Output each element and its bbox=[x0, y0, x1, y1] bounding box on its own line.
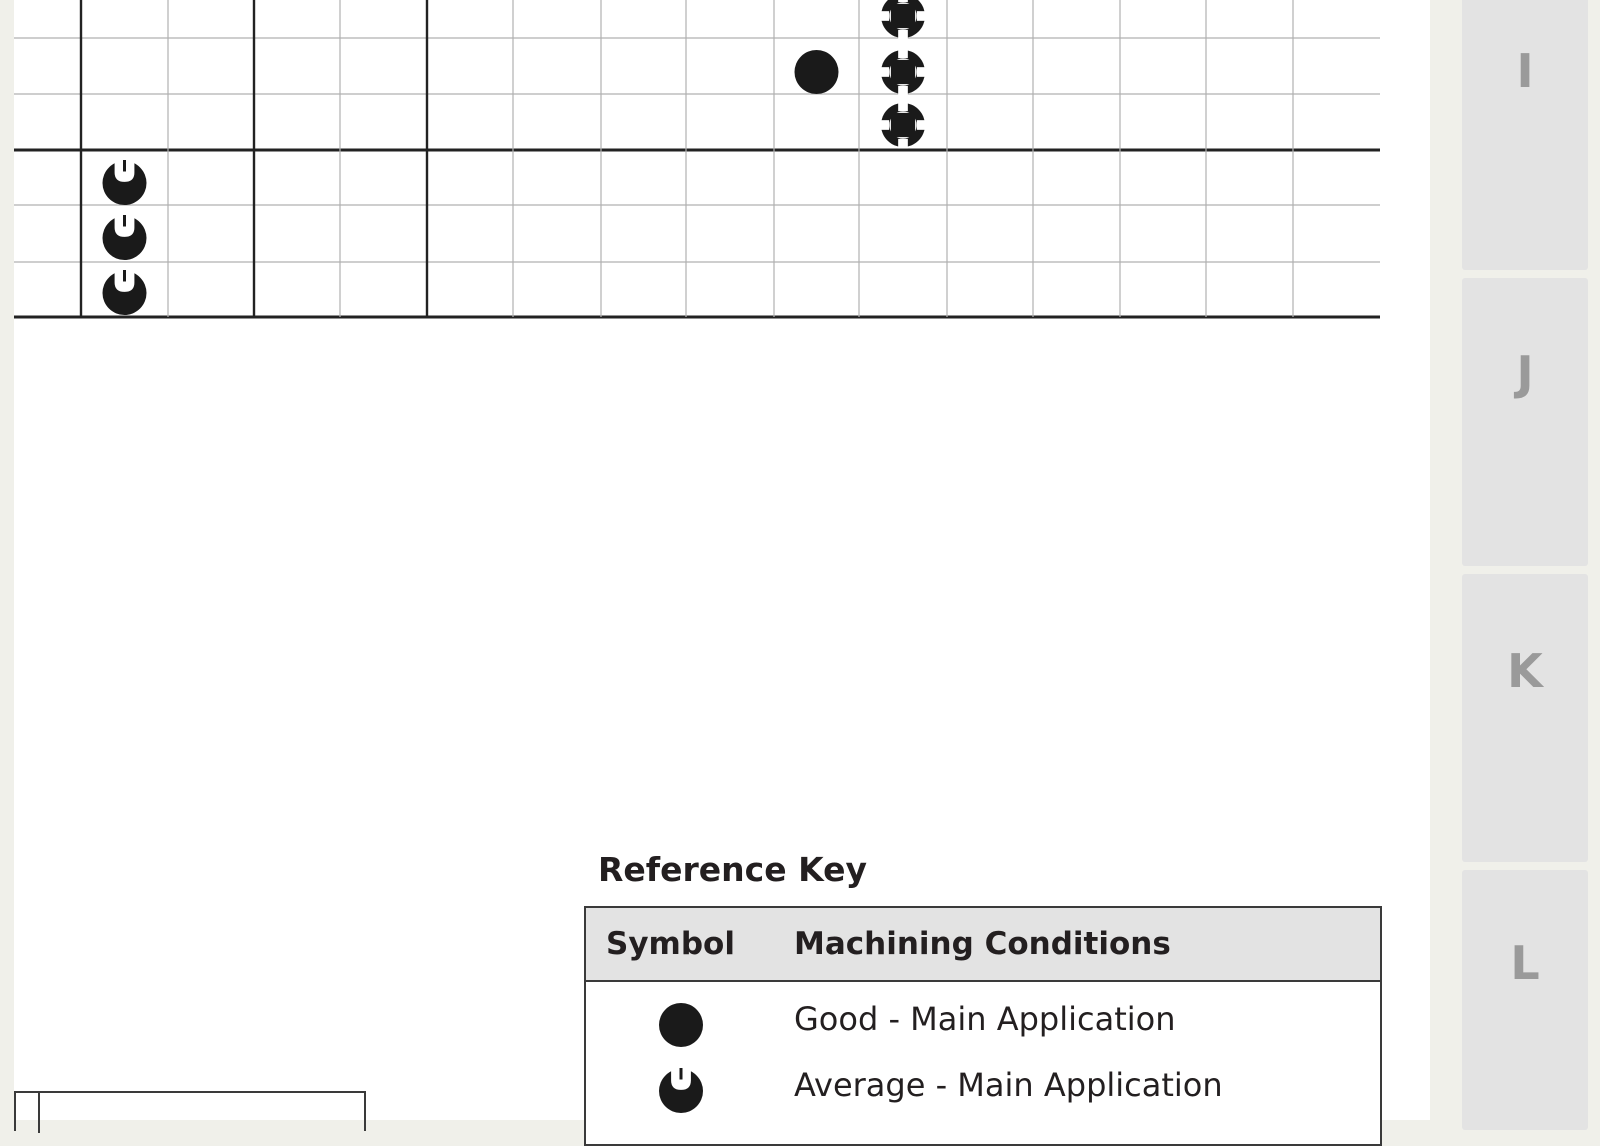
application-grid bbox=[14, 0, 1380, 319]
moderate-main-symbol-icon bbox=[879, 101, 927, 149]
good-main-icon-shape bbox=[659, 1003, 703, 1047]
good-main-symbol-icon bbox=[794, 50, 839, 94]
section-tab-i[interactable]: I bbox=[1462, 0, 1588, 270]
bottom-table-fragment bbox=[14, 1091, 366, 1133]
reference-key-row-good-label: Good - Main Application bbox=[794, 1000, 1176, 1038]
section-tab-i-label: I bbox=[1516, 44, 1534, 98]
average-main-symbol-icon bbox=[659, 1068, 703, 1113]
reference-key-row-good: Good - Main Application bbox=[586, 1000, 1380, 1066]
good-main-symbol-icon bbox=[659, 1003, 703, 1047]
section-tab-j[interactable]: J bbox=[1462, 278, 1588, 566]
reference-key-row-average: Average - Main Application bbox=[586, 1066, 1380, 1132]
machining-conditions-column-header: Machining Conditions bbox=[794, 926, 1171, 962]
moderate-main-symbol-icon bbox=[879, 48, 927, 96]
section-tab-j-label: J bbox=[1516, 346, 1534, 400]
reference-key-table: Symbol Machining Conditions Good - Main … bbox=[584, 906, 1382, 1146]
moderate-main-symbol-icon bbox=[879, 0, 927, 40]
section-tab-l[interactable]: L bbox=[1462, 870, 1588, 1130]
reference-key-row-average-label: Average - Main Application bbox=[794, 1066, 1223, 1104]
symbol-column-header: Symbol bbox=[606, 926, 735, 962]
average-main-symbol-icon bbox=[102, 160, 147, 205]
reference-key-title: Reference Key bbox=[598, 850, 867, 889]
average-main-icon-shape bbox=[659, 1068, 703, 1113]
section-tabs: I J K L bbox=[1430, 0, 1600, 1130]
section-tab-k[interactable]: K bbox=[1462, 574, 1588, 862]
section-tab-k-label: K bbox=[1507, 644, 1543, 698]
section-tab-l-label: L bbox=[1510, 936, 1540, 990]
average-main-symbol-icon bbox=[102, 270, 147, 315]
reference-key-header: Symbol Machining Conditions bbox=[586, 908, 1380, 982]
average-main-symbol-icon bbox=[102, 215, 147, 260]
